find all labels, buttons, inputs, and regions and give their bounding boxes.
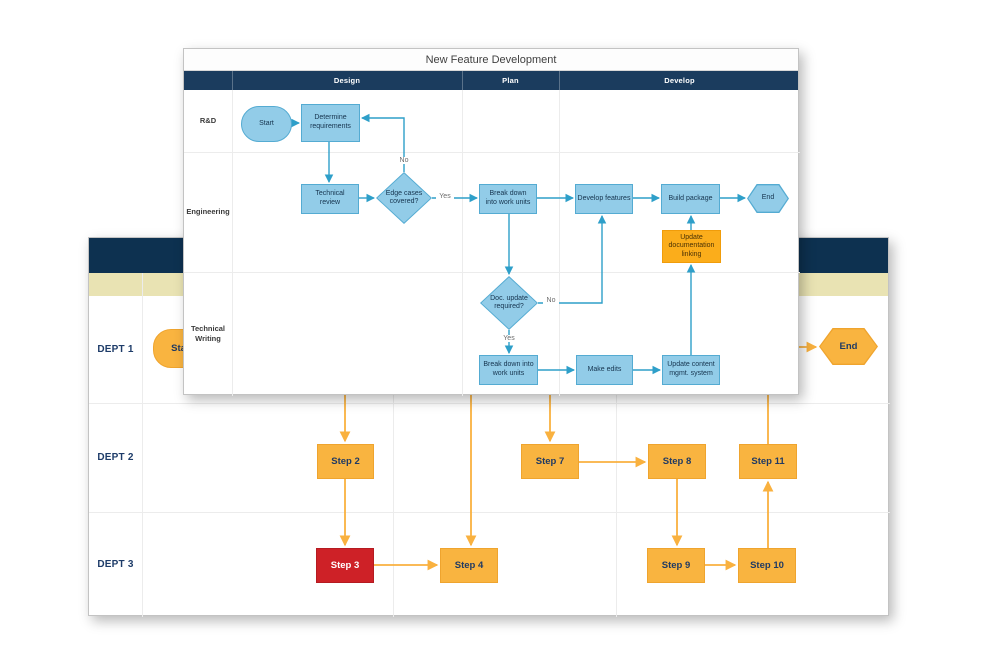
diagram-title: New Feature Development <box>184 49 798 71</box>
phase-label-develop: Develop <box>664 76 695 85</box>
branch-label-yes: Yes <box>436 193 454 200</box>
flow-node-breakdown-eng: Break down into work units <box>479 184 537 214</box>
grid-line <box>559 90 560 396</box>
grid-line <box>232 90 233 396</box>
new-feature-development-diagram: New Feature Development Design Plan Deve… <box>183 48 800 396</box>
flow-node-end: End <box>819 328 878 365</box>
lane-label-rnd: R&D <box>199 116 217 126</box>
flow-node-step9: Step 9 <box>647 548 705 583</box>
grid-line <box>616 296 617 617</box>
grid-line <box>393 296 394 617</box>
grid-line <box>89 403 890 404</box>
flow-node-develop-features: Develop features <box>575 184 633 214</box>
grid-line <box>89 512 890 513</box>
flow-node-update-cms: Update content mgmt. system <box>662 355 720 385</box>
grid-line <box>142 273 143 617</box>
lane-label-dept2: DEPT 2 <box>97 452 134 463</box>
lane-label-technical-writing: Technical Writing <box>190 324 226 343</box>
flow-node-step3: Step 3 <box>316 548 374 583</box>
lane-label-dept1: DEPT 1 <box>97 344 134 355</box>
lane-label-engineering: Engineering <box>186 207 230 217</box>
flow-node-make-edits: Make edits <box>576 355 633 385</box>
phase-label-design: Design <box>333 76 361 85</box>
grid-line <box>184 152 800 153</box>
flow-node-step8: Step 8 <box>648 444 706 479</box>
flow-node-determine-requirements: Determine requirements <box>301 104 360 142</box>
feature-connectors <box>291 113 747 375</box>
hexagon-fill <box>748 185 788 212</box>
header-separator <box>559 71 560 90</box>
branch-label-no: No <box>396 157 412 164</box>
phase-header-band <box>184 71 798 90</box>
flow-node-step2: Step 2 <box>317 444 374 479</box>
branch-label-no: No <box>543 297 559 304</box>
hexagon-fill <box>820 329 877 364</box>
flow-node-step4: Step 4 <box>440 548 498 583</box>
header-separator <box>232 71 233 90</box>
flow-node-technical-review: Technical review <box>301 184 359 214</box>
phase-label-plan: Plan <box>502 76 519 85</box>
grid-line <box>462 90 463 396</box>
flow-decision-doc-update: Doc. update required? <box>480 276 538 330</box>
grid-line <box>184 272 800 273</box>
flow-decision-edge-cases: Edge cases covered? <box>376 172 432 224</box>
flow-node-step10: Step 10 <box>738 548 796 583</box>
branch-label-yes: Yes <box>500 335 518 342</box>
flow-node-step11: Step 11 <box>739 444 797 479</box>
flow-node-step7: Step 7 <box>521 444 579 479</box>
flow-node-start: Start <box>241 106 292 142</box>
flow-node-update-doc-linking: Update documentation linking <box>662 230 721 263</box>
lane-label-dept3: DEPT 3 <box>97 559 134 570</box>
flow-node-breakdown-tw: Break down into work units <box>479 355 538 385</box>
flow-node-end: End <box>747 184 789 213</box>
flow-node-build-package: Build package <box>661 184 720 214</box>
header-separator <box>462 71 463 90</box>
